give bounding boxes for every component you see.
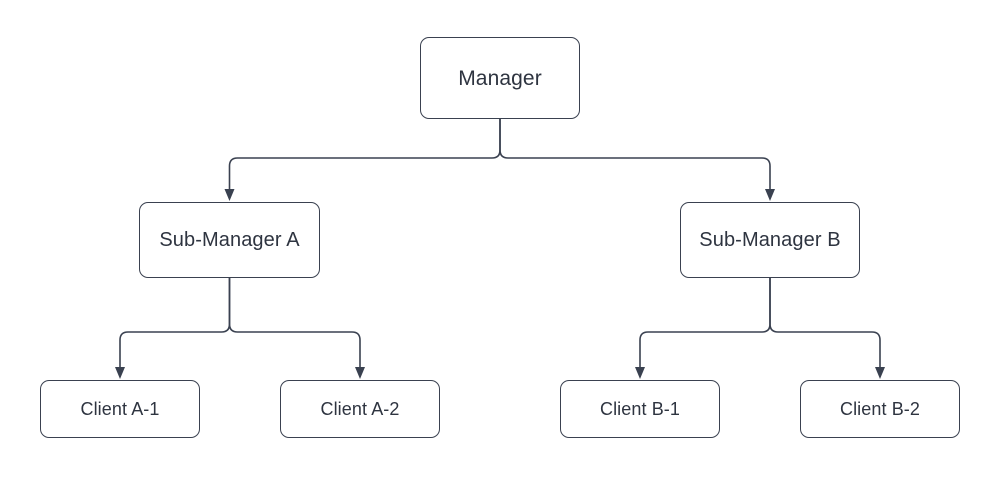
arrowhead-icon-client_a1 — [115, 367, 125, 379]
node-client-b1-label: Client B-1 — [599, 399, 681, 419]
node-client-a2[interactable]: Client A-2 — [280, 380, 440, 438]
edge-sub_b-to-client_b2 — [769, 278, 881, 367]
node-manager[interactable]: Manager — [420, 37, 580, 119]
edge-sub_b-to-client_b1 — [639, 278, 771, 367]
arrowhead-icon-client_b2 — [875, 367, 885, 379]
node-sub-manager-a-label: Sub-Manager A — [159, 229, 300, 251]
node-sub-manager-b[interactable]: Sub-Manager B — [680, 202, 860, 278]
node-sub-manager-b-label: Sub-Manager B — [699, 229, 841, 251]
edge-manager-to-sub_a — [228, 119, 501, 189]
node-client-a1-label: Client A-1 — [80, 399, 160, 419]
node-client-a1[interactable]: Client A-1 — [40, 380, 200, 438]
edge-manager-to-sub_b — [499, 119, 771, 189]
node-client-b2-label: Client B-2 — [839, 399, 921, 419]
node-sub-manager-a[interactable]: Sub-Manager A — [139, 202, 320, 278]
node-client-b2[interactable]: Client B-2 — [800, 380, 960, 438]
edge-sub_a-to-client_a1 — [119, 278, 231, 367]
edge-sub_a-to-client_a2 — [228, 278, 361, 367]
arrowhead-icon-client_b1 — [635, 367, 645, 379]
arrowhead-icon-client_a2 — [355, 367, 365, 379]
node-manager-label: Manager — [458, 66, 542, 90]
node-client-a2-label: Client A-2 — [320, 399, 400, 419]
arrowhead-icon-sub_a — [224, 189, 235, 201]
node-client-b1[interactable]: Client B-1 — [560, 380, 720, 438]
arrowhead-icon-sub_b — [765, 189, 775, 201]
